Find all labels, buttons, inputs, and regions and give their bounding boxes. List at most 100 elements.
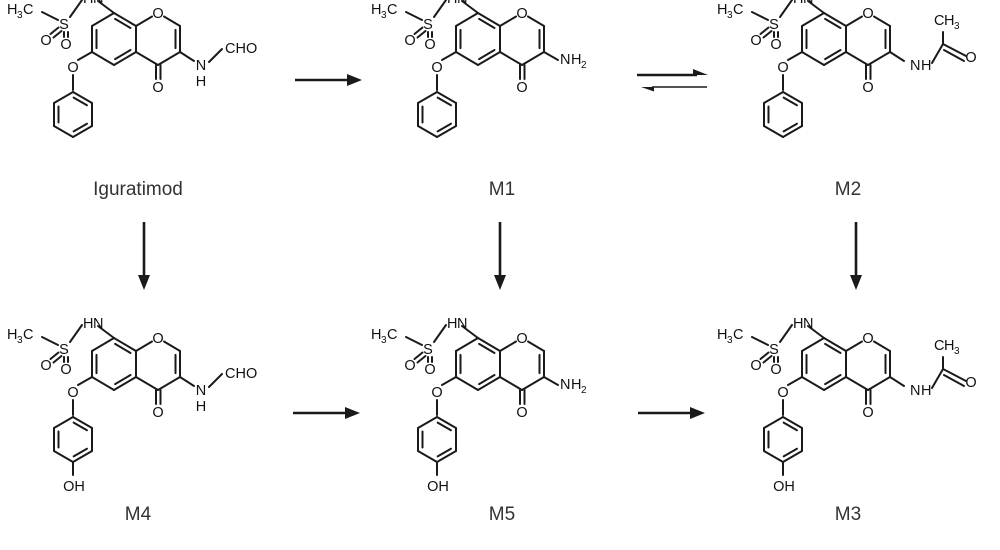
carbonyl-oxygen: O — [516, 405, 527, 421]
double-bond-line — [824, 342, 842, 354]
bond — [97, 0, 115, 14]
methyl-c: C — [733, 327, 743, 343]
double-bond-line — [478, 374, 496, 386]
acetyl-subscript: 3 — [954, 21, 960, 32]
bond — [441, 51, 457, 61]
bond — [52, 355, 63, 364]
ring-oxygen: O — [862, 6, 873, 22]
phenyl-bond — [72, 91, 93, 104]
sulfonyl-oxygen: O — [404, 33, 415, 49]
amide-n: N — [910, 383, 920, 399]
methyl-h: H — [371, 327, 381, 343]
arrow-m2-to-m3 — [850, 222, 862, 290]
bond — [762, 355, 773, 364]
phenyl-bond — [763, 416, 784, 429]
compound-label: M3 — [835, 504, 861, 525]
ring-bond — [823, 12, 847, 27]
double-bond-line — [782, 96, 798, 107]
ring-bond — [527, 340, 545, 352]
ring-bond — [801, 337, 825, 352]
ring-bond — [163, 340, 181, 352]
bond — [405, 336, 423, 346]
ring-bond — [135, 51, 159, 66]
amine-n: N — [560, 377, 570, 393]
bond — [543, 51, 559, 61]
ether-oxygen: O — [431, 60, 442, 76]
bond — [208, 48, 223, 63]
hydroxyl: OH — [773, 479, 795, 495]
arrow-iguratimod-to-m1 — [295, 74, 362, 86]
sulfonyl-oxygen: O — [40, 33, 51, 49]
sulfonyl-oxygen: O — [60, 362, 71, 378]
acetyl-c: C — [934, 13, 944, 29]
compound-label: M4 — [125, 504, 152, 525]
methyl-h: H — [717, 2, 727, 18]
bond — [52, 30, 63, 39]
ring-oxygen: O — [152, 6, 163, 22]
bond — [787, 376, 803, 386]
methyl-subscript: 3 — [381, 10, 387, 21]
ring-bond — [477, 376, 501, 391]
bond — [69, 0, 83, 18]
sulfonyl-oxygen: O — [770, 362, 781, 378]
bond — [807, 0, 825, 14]
phenyl-bond — [72, 450, 93, 463]
ring-bond — [823, 337, 847, 352]
amide-n: N — [196, 383, 206, 399]
phenyl-bond — [436, 91, 457, 104]
phenyl-bond — [763, 91, 784, 104]
methyl-h: H — [7, 2, 17, 18]
amide-h: H — [196, 74, 206, 90]
methyl-c: C — [733, 2, 743, 18]
nh-nitrogen: N — [457, 316, 467, 332]
ring-bond — [499, 376, 523, 391]
sulfonyl-oxygen: O — [750, 358, 761, 374]
double-bond-line — [782, 421, 798, 432]
double-bond-line — [478, 17, 496, 29]
phenyl-bond — [436, 450, 457, 463]
bond — [405, 11, 423, 21]
ether-oxygen: O — [67, 385, 78, 401]
ring-bond — [163, 15, 181, 27]
bond — [543, 376, 559, 386]
sulfur: S — [769, 342, 779, 358]
phenyl-bond — [72, 125, 93, 138]
double-bond-line — [436, 122, 452, 133]
carbonyl-oxygen: O — [516, 80, 527, 96]
double-bond-line — [478, 342, 496, 354]
methyl-h: H — [717, 327, 727, 343]
bond — [208, 373, 223, 388]
ring-bond — [867, 51, 891, 66]
bond — [942, 43, 967, 57]
acetyl-c: C — [934, 338, 944, 354]
bond — [943, 374, 965, 387]
ring-bond — [823, 51, 847, 66]
methyl-c: C — [23, 2, 33, 18]
ring-bond — [91, 376, 115, 391]
ring-bond — [477, 12, 501, 27]
ring-bond — [113, 51, 137, 66]
bond — [762, 30, 773, 39]
bond — [416, 30, 427, 39]
ring-bond — [135, 376, 159, 391]
ring-bond — [845, 15, 863, 27]
nh-hydrogen: H — [793, 316, 803, 332]
arrow-head — [690, 407, 705, 419]
hydroxyl: OH — [427, 479, 449, 495]
acetyl-h: H — [944, 338, 954, 354]
phenyl-bond — [417, 450, 438, 463]
carbonyl-oxygen: O — [862, 80, 873, 96]
carbonyl-oxygen: O — [152, 80, 163, 96]
sulfonyl-oxygen: O — [750, 33, 761, 49]
sulfur: S — [59, 342, 69, 358]
arrow-head — [138, 275, 150, 290]
ring-bond — [455, 12, 479, 27]
arrow-m4-to-m5 — [293, 407, 360, 419]
bond — [931, 368, 944, 389]
methyl-c: C — [387, 2, 397, 18]
ring-bond — [801, 376, 825, 391]
phenyl-bond — [72, 416, 93, 429]
arrow-head — [345, 407, 360, 419]
ring-bond — [113, 376, 137, 391]
double-bond-line — [824, 49, 842, 61]
